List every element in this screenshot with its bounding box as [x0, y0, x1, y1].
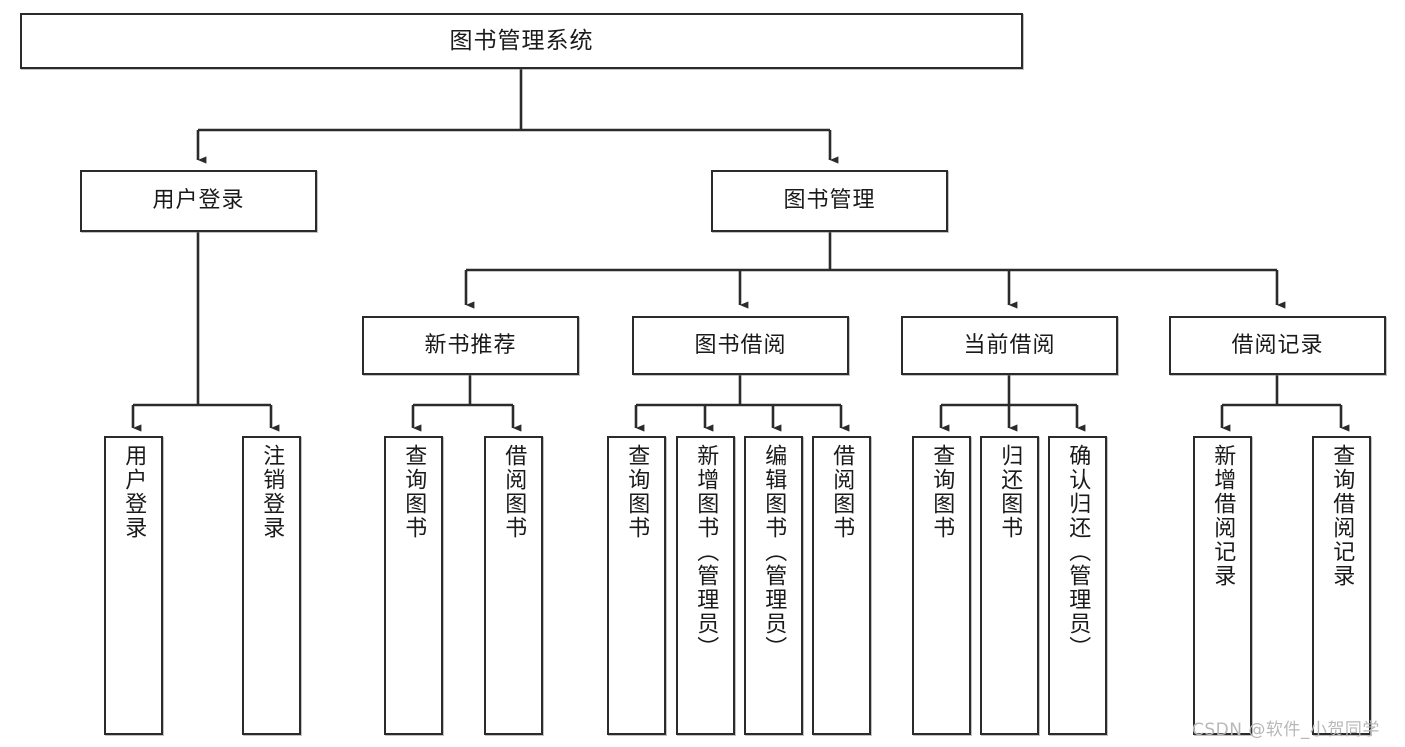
node-book-management[interactable]: 图书管理 [711, 170, 948, 232]
node-label: 当前借阅 [963, 332, 1056, 358]
leaf-query-borrow-record[interactable]: 查询借阅记录 [1312, 436, 1371, 735]
leaf-borrow-book-borrow[interactable]: 借阅图书 [812, 436, 871, 735]
leaf-borrow-book-new-recommend[interactable]: 借阅图书 [484, 436, 543, 735]
node-label: 用户登录 [121, 444, 147, 540]
node-label: 归还图书 [997, 444, 1023, 540]
node-book-borrow[interactable]: 图书借阅 [632, 316, 849, 375]
node-label: 借阅图书 [829, 444, 855, 540]
node-label: 图书管理 [783, 188, 876, 214]
node-label: 查询图书 [624, 444, 650, 540]
node-label: 编辑图书（管理员） [761, 444, 787, 660]
node-label: 查询借阅记录 [1329, 444, 1355, 588]
leaf-user-login[interactable]: 用户登录 [104, 436, 163, 735]
node-user-login[interactable]: 用户登录 [80, 170, 317, 232]
leaf-return-book[interactable]: 归还图书 [980, 436, 1039, 735]
edges-borrowrecord-to-leaves [1220, 375, 1350, 432]
node-label: 新增图书（管理员） [693, 444, 719, 660]
leaf-query-book-current[interactable]: 查询图书 [912, 436, 971, 735]
edges-bookmgmt-to-level3 [464, 232, 1286, 309]
edges-currentborrow-to-leaves [939, 375, 1086, 432]
node-current-borrow[interactable]: 当前借阅 [901, 316, 1118, 375]
node-label: 新增借阅记录 [1210, 444, 1236, 588]
leaf-add-borrow-record[interactable]: 新增借阅记录 [1193, 436, 1252, 735]
leaf-add-book-admin[interactable]: 新增图书（管理员） [676, 436, 735, 735]
node-label: 注销登录 [259, 444, 285, 540]
leaf-query-book-borrow[interactable]: 查询图书 [607, 436, 666, 735]
node-label: 查询图书 [401, 444, 427, 540]
node-root-book-management-system[interactable]: 图书管理系统 [20, 13, 1023, 69]
node-label: 借阅记录 [1231, 332, 1324, 358]
edges-newbook-to-leaves [411, 375, 522, 432]
csdn-watermark: CSDN @软件_小贺同学 [1192, 720, 1380, 740]
node-borrow-record[interactable]: 借阅记录 [1169, 316, 1386, 375]
node-label: 图书管理系统 [449, 27, 594, 54]
node-label: 用户登录 [152, 188, 245, 214]
node-label: 借阅图书 [501, 444, 527, 540]
leaf-edit-book-admin[interactable]: 编辑图书（管理员） [744, 436, 803, 735]
edges-userlogin-to-leaves [131, 232, 280, 432]
node-label: 新书推荐 [424, 332, 517, 358]
node-label: 图书借阅 [694, 332, 787, 358]
leaf-logout-login[interactable]: 注销登录 [242, 436, 301, 735]
leaf-query-book-new-recommend[interactable]: 查询图书 [384, 436, 443, 735]
node-label: 查询图书 [929, 444, 955, 540]
leaf-confirm-return-admin[interactable]: 确认归还（管理员） [1048, 436, 1107, 735]
edges-bookborrow-to-leaves [634, 375, 850, 432]
node-new-book-recommend[interactable]: 新书推荐 [362, 316, 579, 375]
node-label: 确认归还（管理员） [1065, 444, 1091, 660]
edges-root-to-level2 [196, 69, 839, 164]
